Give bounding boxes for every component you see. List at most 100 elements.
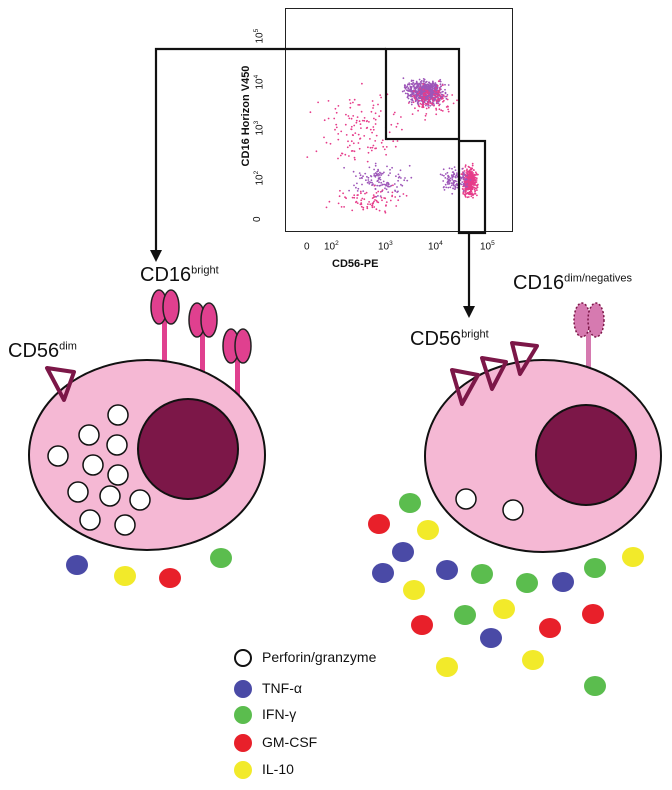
scatter-dot [353,184,355,187]
scatter-dot [363,119,366,122]
scatter-dot [439,83,442,86]
scatter-dot [449,177,452,180]
scatter-dot [425,99,427,102]
scatter-dot [323,136,325,139]
scatter-dot [433,104,435,107]
scatter-dot [392,184,394,187]
scatter-dot [414,82,417,85]
scatter-dot [360,192,362,195]
scatter-dot [425,107,428,110]
scatter-dot [348,189,350,192]
scatter-dot [468,192,471,194]
scatter-dot [372,144,375,147]
scatter-dot [381,139,384,142]
scatter-dot [377,178,380,180]
scatter-dot [471,170,473,173]
scatter-dot [423,86,426,89]
scatter-dot [408,82,411,84]
scatter-dot [435,109,438,111]
scatter-dot [380,96,382,99]
scatter-dot [374,162,377,165]
scatter-dot [374,118,377,121]
scatter-dot [414,89,416,91]
scatter-dot [473,184,475,187]
scatter-dot [469,172,472,175]
scatter-dot [446,181,449,184]
scatter-dot [424,114,427,117]
scatter-dot [438,99,440,102]
scatter-dot [374,164,377,167]
scatter-dot [441,110,444,112]
scatter-dot [468,174,471,177]
scatter-dot [359,174,362,177]
scatter-dot [438,93,441,96]
scatter-dot [442,168,445,171]
scatter-dot [371,181,373,184]
scatter-dot [335,126,338,129]
scatter-dot [350,128,353,131]
left-cd16-label: CD16bright [140,264,219,286]
scatter-dot [474,174,477,176]
scatter-dot [460,183,463,186]
scatter-dot [375,134,378,137]
scatter-dot [355,119,358,122]
scatter-dot [417,82,419,85]
scatter-dot [395,205,398,207]
scatter-dot [456,99,458,102]
scatter-dot [419,102,422,105]
scatter-dot [383,183,386,186]
scatter-dot [473,193,476,195]
scatter-dot [438,91,441,93]
scatter-dot [369,181,372,184]
scatter-dot [404,92,407,95]
scatter-dot [381,189,384,192]
scatter-dot [385,201,388,204]
scatter-dot [395,175,397,178]
scatter-dot [358,104,361,106]
x-tick-label: 104 [428,240,443,253]
scatter-dot [349,102,352,105]
scatter-dot [368,181,370,183]
scatter-dot [469,168,472,171]
scatter-dot [417,92,419,95]
scatter-dot [325,141,328,144]
scatter-dot [436,91,439,93]
scatter-dot [418,105,421,108]
scatter-dot [376,180,379,183]
scatter-dot [366,120,368,122]
scatter-dot [444,183,447,186]
scatter-dot [450,174,453,177]
scatter-dot [435,93,438,96]
scatter-dot [434,91,437,93]
scatter-dot [471,194,474,196]
scatter-dot [438,98,441,100]
scatter-dot [438,108,441,111]
scatter-dot [433,99,436,101]
scatter-dot [378,174,381,176]
scatter-dot [415,86,418,89]
scatter-dot [359,123,362,125]
scatter-dot [380,174,383,176]
scatter-dot [462,188,464,191]
scatter-dot [431,94,434,97]
scatter-dot [436,94,439,97]
cd56-receptor [450,368,480,406]
scatter-dot [391,191,394,194]
scatter-dot [425,103,428,105]
scatter-dot [343,166,345,169]
scatter-dot [424,84,427,87]
scatter-dot [361,82,363,85]
scatter-dot [339,189,341,192]
scatter-dot [354,132,357,135]
scatter-dot [337,138,340,141]
scatter-dot [413,97,416,99]
scatter-dot [379,94,382,96]
scatter-dot [433,85,435,87]
left-cytokines [66,548,232,588]
left-nk-cell [28,289,266,551]
scatter-dot [377,174,379,177]
scatter-dot [410,176,413,179]
scatter-dot [454,169,457,172]
scatter-dot [451,94,454,96]
scatter-dot [392,140,395,143]
